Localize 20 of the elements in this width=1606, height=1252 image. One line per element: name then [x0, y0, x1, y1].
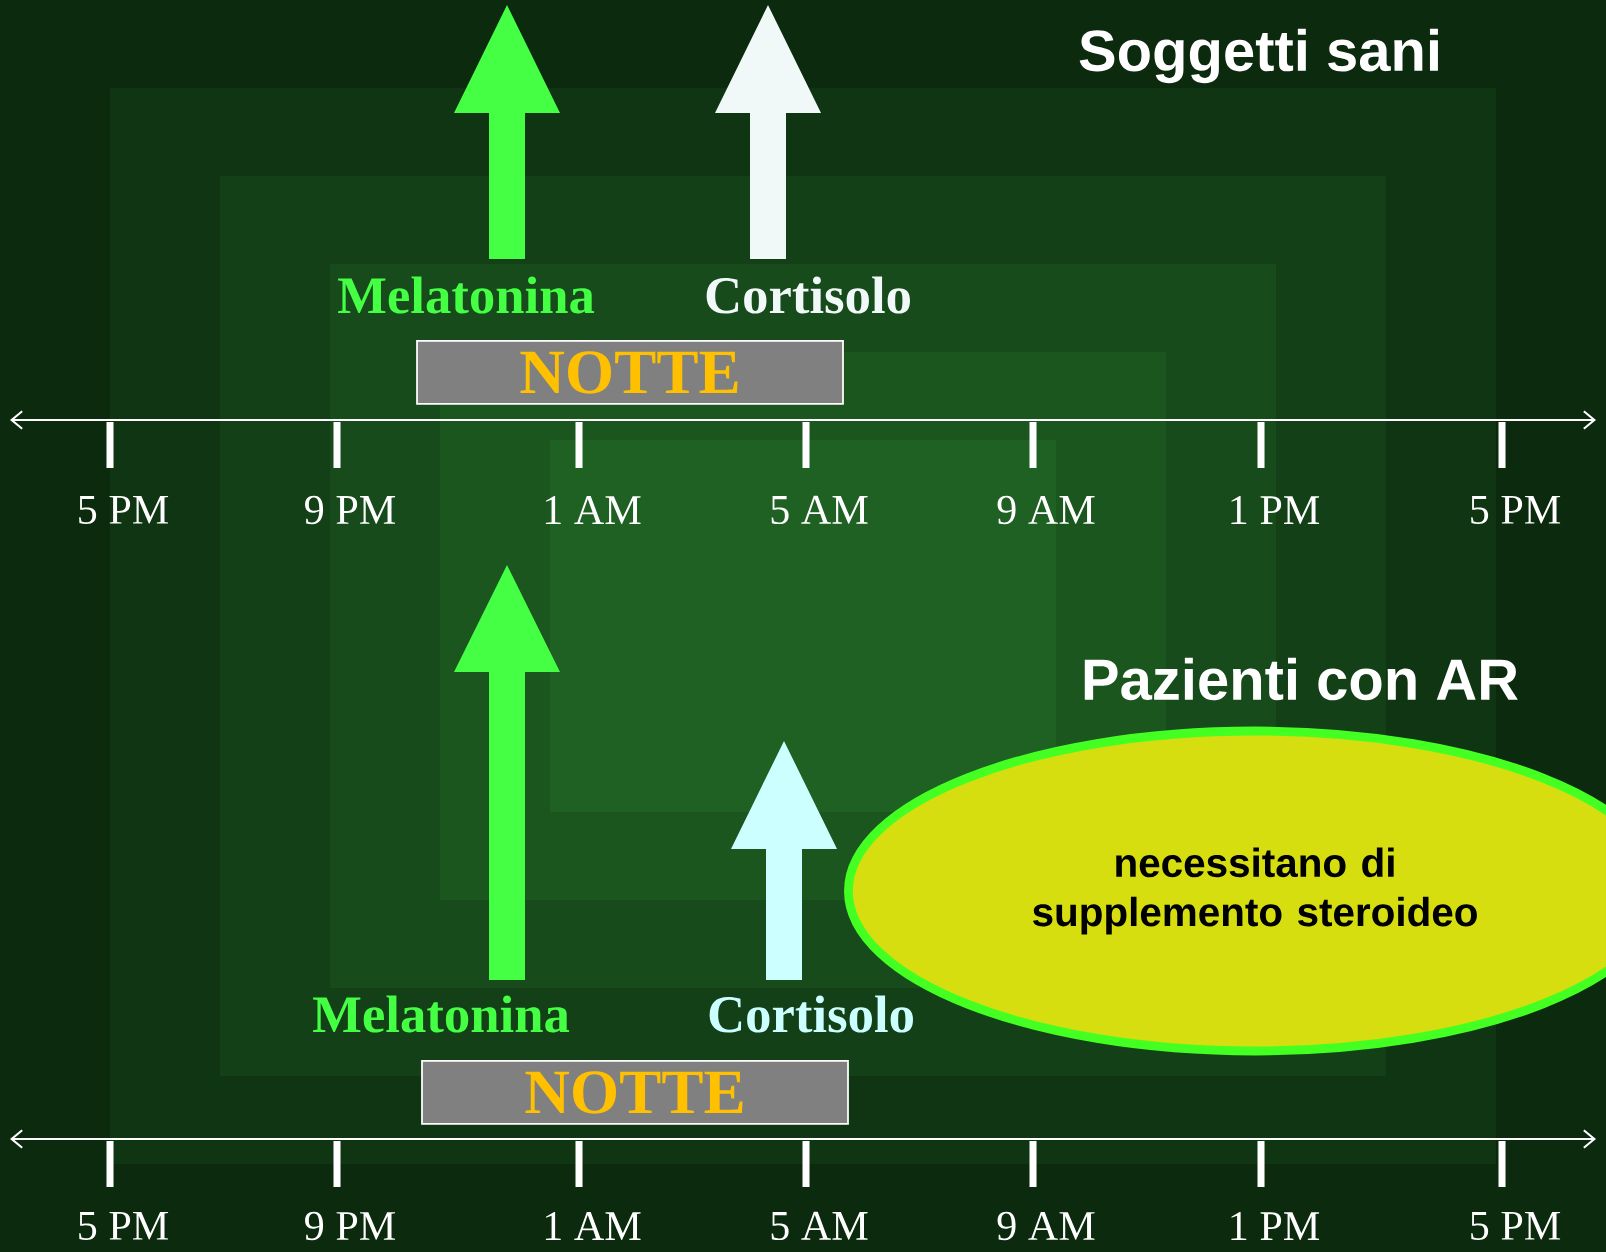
night-box: NOTTE [416, 340, 844, 405]
time-label: 5 PM [79, 495, 169, 524]
hormone-label: Melatonina [338, 276, 595, 314]
time-label: 1 PM [1231, 1212, 1320, 1240]
time-label: 9 AM [997, 495, 1095, 525]
time-label: 5 PM [79, 1211, 169, 1240]
heading: Soggetti sani [1079, 28, 1438, 84]
time-label: 9 AM [997, 1211, 1095, 1241]
night-box: NOTTE [421, 1060, 849, 1125]
time-label: 5 AM [771, 495, 868, 525]
time-label: 1 AM [545, 1212, 641, 1240]
hormone-label: Melatonina [313, 995, 570, 1033]
time-label: 9 PM [305, 1211, 396, 1241]
time-label: 5 PM [1471, 1211, 1561, 1240]
time-label: 9 PM [305, 495, 396, 525]
time-label: 1 AM [545, 496, 641, 524]
time-label: 5 AM [771, 1211, 868, 1241]
hormone-label: Cortisolo [706, 276, 910, 314]
time-label: 1 PM [1231, 496, 1320, 524]
time-label: 5 PM [1471, 495, 1561, 524]
